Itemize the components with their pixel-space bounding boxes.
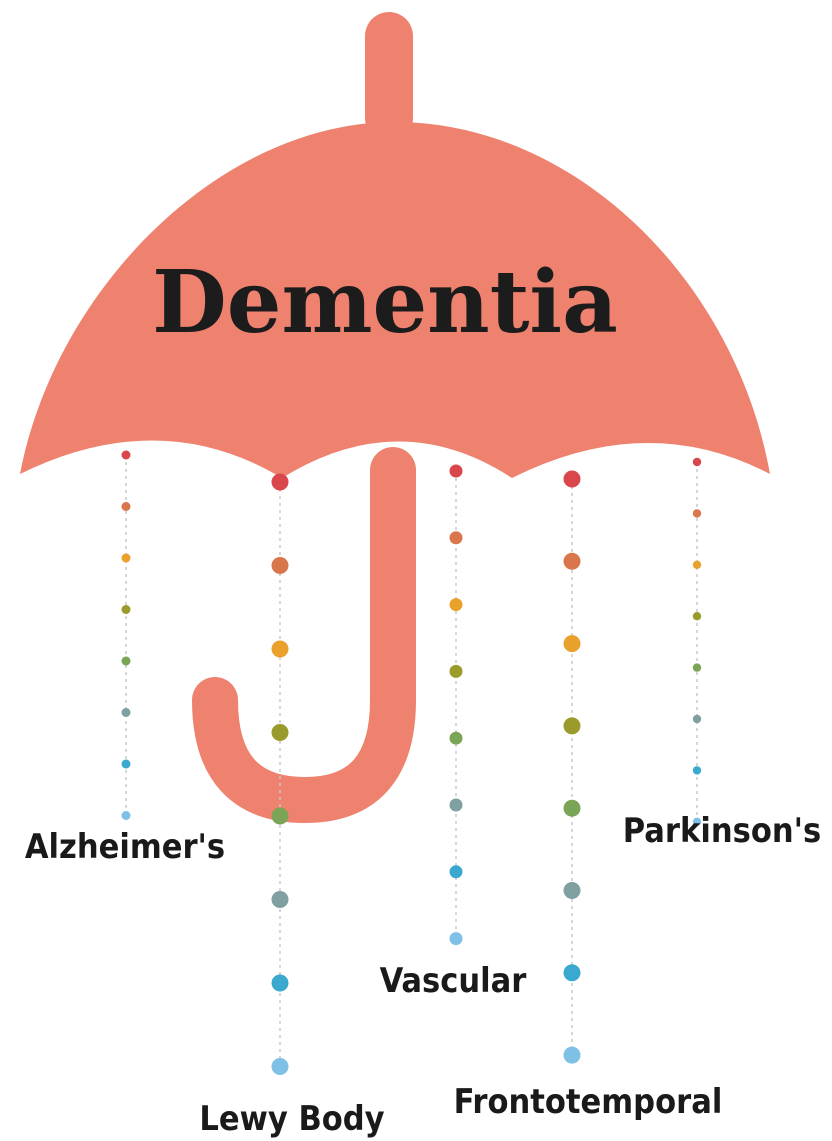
- drop-dot: [122, 554, 131, 563]
- drop-dot: [272, 724, 289, 741]
- drop-dot: [272, 975, 289, 992]
- drop-string-5: [693, 458, 701, 826]
- drop-dot: [272, 474, 289, 491]
- drop-dot: [450, 732, 463, 745]
- drop-dot: [122, 811, 131, 820]
- umbrella-handle: [215, 470, 393, 800]
- drop-dot: [693, 509, 701, 517]
- drop-dot: [122, 657, 131, 666]
- drop-dot: [564, 1047, 581, 1064]
- type-label: Vascular: [380, 961, 528, 1001]
- drop-dot: [693, 766, 701, 774]
- drop-dot: [564, 717, 581, 734]
- drop-dot: [450, 598, 463, 611]
- type-label: Parkinson's: [623, 811, 821, 851]
- drop-dot: [693, 561, 701, 569]
- drop-dot: [450, 865, 463, 878]
- drop-dot: [450, 932, 463, 945]
- drop-dot: [564, 964, 581, 981]
- drop-dot: [450, 531, 463, 544]
- type-label: Alzheimer's: [25, 827, 225, 867]
- type-label: Frontotemporal: [454, 1082, 723, 1122]
- drop-dot: [122, 502, 131, 511]
- drop-dot: [564, 882, 581, 899]
- drop-string-4: [564, 471, 581, 1064]
- diagram-title: Dementia: [152, 252, 618, 353]
- drop-dot: [564, 471, 581, 488]
- drop-dot: [564, 800, 581, 817]
- drop-dot: [272, 808, 289, 825]
- drop-dot: [272, 557, 289, 574]
- type-label: Lewy Body: [199, 1099, 384, 1139]
- drop-dot: [693, 612, 701, 620]
- drop-dot: [122, 760, 131, 769]
- drop-dot: [693, 663, 701, 671]
- drop-string-3: [450, 465, 463, 946]
- drop-dot: [564, 635, 581, 652]
- drop-dot: [450, 465, 463, 478]
- drop-dot: [122, 451, 131, 460]
- drop-dot: [272, 891, 289, 908]
- drop-dot: [122, 605, 131, 614]
- drop-dot: [122, 708, 131, 717]
- drop-dot: [450, 665, 463, 678]
- drop-dot: [693, 458, 701, 466]
- drop-string-1: [122, 451, 131, 821]
- drop-dot: [693, 715, 701, 723]
- drop-dot: [564, 553, 581, 570]
- drop-dot: [450, 799, 463, 812]
- drop-dot: [272, 1058, 289, 1075]
- drop-dot: [272, 641, 289, 658]
